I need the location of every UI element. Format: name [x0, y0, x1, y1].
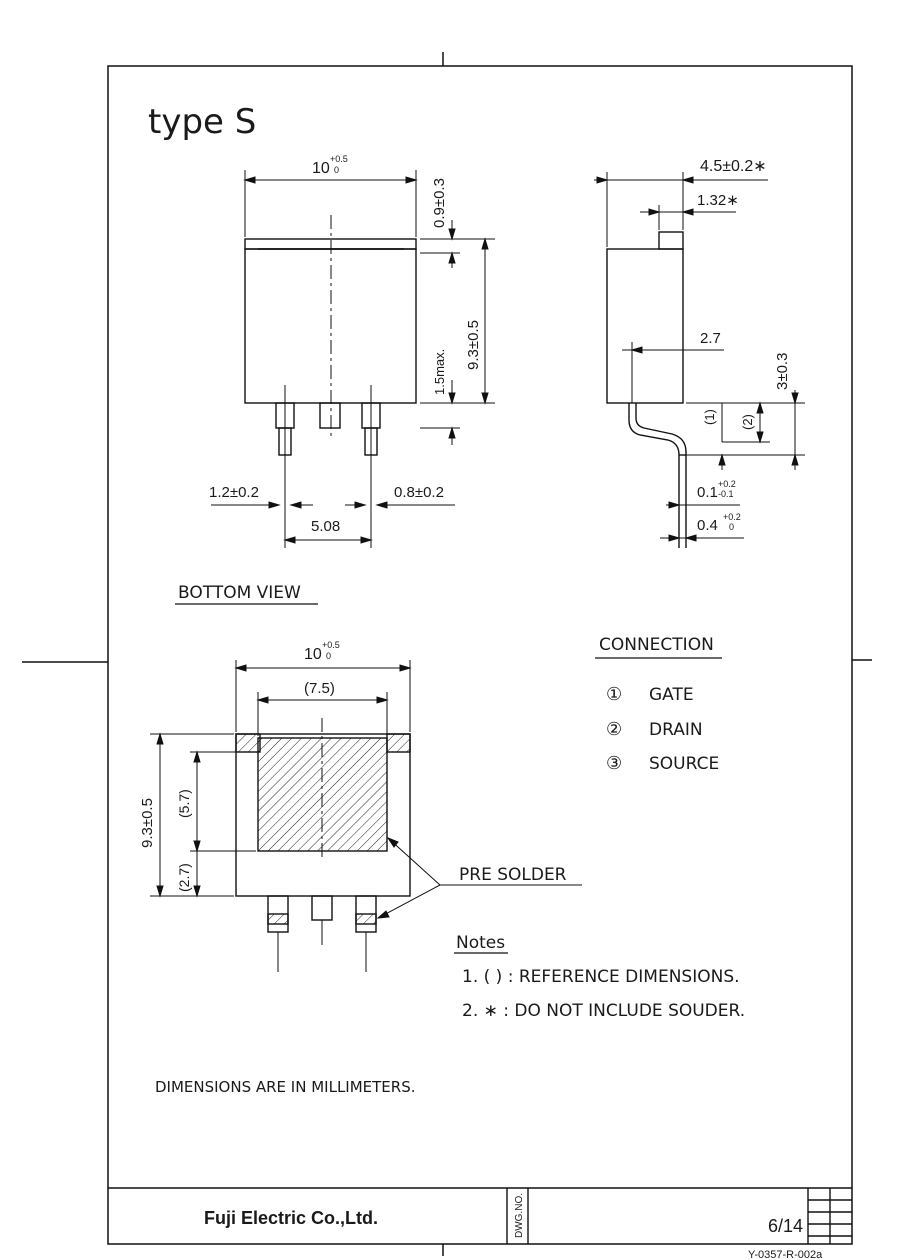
- pre-solder-label: PRE SOLDER: [459, 865, 567, 885]
- dim-width-top: 10: [312, 160, 330, 177]
- sheet-number: 6/14: [768, 1216, 803, 1236]
- front-view-labels: 10 +0.5 0 0.9±0.3 9.3±0.5 1.5max. 1.2±0.…: [209, 154, 482, 535]
- dim-ref1: (1): [702, 409, 717, 425]
- dim-lead-offset: 1.5max.: [432, 349, 447, 395]
- connection-title: CONNECTION: [599, 635, 714, 655]
- sheet-border: [22, 52, 872, 1256]
- bottom-view: [235, 718, 411, 972]
- bottom-view-dimensions: [150, 660, 582, 919]
- dim-bottom-width: 10: [304, 646, 322, 663]
- dim-pad-width: (7.5): [304, 680, 335, 697]
- dim-lead-pos: 2.7: [700, 330, 721, 347]
- connection-legend: CONNECTION ① GATE ② DRAIN ③ SOURCE: [595, 635, 722, 774]
- dim-body-height: 9.3±0.5: [465, 320, 482, 370]
- dim-pad-height: (5.7): [176, 789, 192, 818]
- note-2: 2. ∗ : DO NOT INCLUDE SOUDER.: [462, 1001, 745, 1021]
- front-view-dimensions: [211, 170, 495, 544]
- connection-num-2: ②: [606, 719, 622, 739]
- connection-num-1: ①: [606, 684, 622, 704]
- dim-width-top-tol-plus: +0.5: [330, 154, 348, 164]
- dim-standoff-tol-plus: +0.2: [718, 479, 736, 489]
- dwg-no-label: DWG.NO.: [514, 1193, 525, 1238]
- drawing-code: Y-0357-R-002a: [748, 1249, 823, 1260]
- dim-lead-thick-tol-plus: +0.2: [723, 512, 741, 522]
- dim-standoff: 0.1: [697, 484, 718, 501]
- note-1: 1. ( ) : REFERENCE DIMENSIONS.: [462, 967, 740, 987]
- notes-title: Notes: [456, 933, 505, 953]
- title-block: [108, 1187, 852, 1244]
- dim-bottom-height: 9.3±0.5: [139, 798, 156, 848]
- dim-width-top-tol-minus: 0: [334, 165, 339, 175]
- profile-view-dimensions: [594, 172, 805, 542]
- front-view: [244, 215, 417, 548]
- notes-block: Notes 1. ( ) : REFERENCE DIMENSIONS. 2. …: [454, 933, 745, 1021]
- dim-lead-thick-tol-minus: 0: [729, 522, 734, 532]
- drawing-title: type S: [148, 102, 256, 142]
- dim-bottom-width-tol-plus: +0.5: [322, 640, 340, 650]
- connection-label-1: GATE: [649, 685, 694, 705]
- profile-view-labels: 4.5±0.2∗ 1.32∗ 2.7 3±0.3 (1) (2) 0.1 +0.…: [697, 158, 791, 534]
- company-name: Fuji Electric Co.,Ltd.: [204, 1208, 378, 1228]
- dim-lead-width2: 0.8±0.2: [394, 484, 444, 501]
- dim-height: 3±0.3: [774, 353, 791, 390]
- dim-lower: (2.7): [176, 863, 192, 892]
- dim-bottom-width-tol-minus: 0: [326, 651, 331, 661]
- connection-label-3: SOURCE: [649, 754, 719, 774]
- dim-tab-height: 0.9±0.3: [431, 178, 448, 228]
- profile-view: [606, 231, 687, 548]
- dim-lead-width: 1.2±0.2: [209, 484, 259, 501]
- dim-pitch: 5.08: [311, 518, 340, 535]
- units-note: DIMENSIONS ARE IN MILLIMETERS.: [155, 1078, 416, 1096]
- dim-tab-thickness: 1.32∗: [697, 192, 739, 209]
- dim-ref2: (2): [740, 414, 755, 430]
- bottom-view-labels: 10 +0.5 0 (7.5) 9.3±0.5 (5.7) (2.7) PRE …: [139, 640, 567, 892]
- connection-label-2: DRAIN: [649, 720, 703, 740]
- connection-num-3: ③: [606, 753, 622, 773]
- dim-thickness: 4.5±0.2∗: [700, 158, 767, 175]
- dim-standoff-tol-minus: -0.1: [718, 489, 734, 499]
- bottom-view-label: BOTTOM VIEW: [178, 583, 301, 603]
- dim-lead-thick: 0.4: [697, 517, 718, 534]
